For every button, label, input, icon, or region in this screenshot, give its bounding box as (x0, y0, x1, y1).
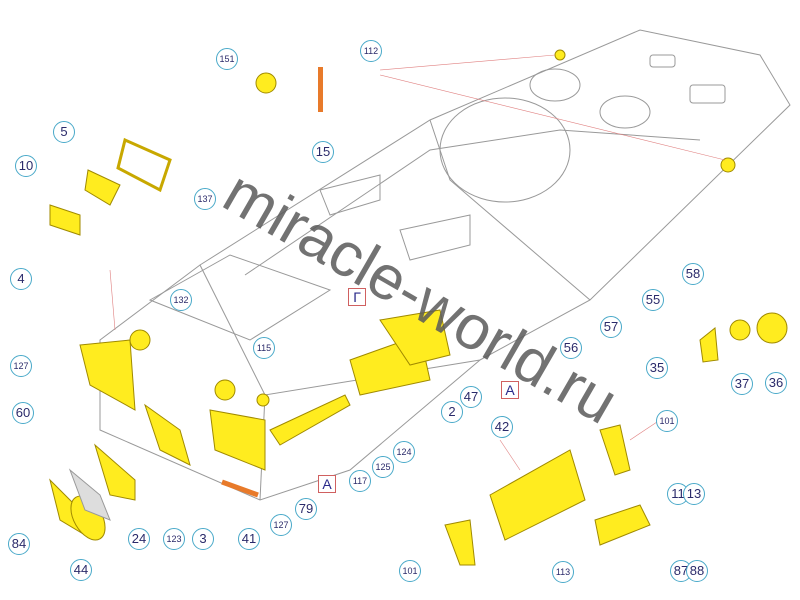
callout: 10 (15, 155, 37, 177)
callout: 101 (399, 560, 421, 582)
callout: 127 (10, 355, 32, 377)
callout: 132 (170, 289, 192, 311)
callout: 5 (53, 121, 75, 143)
callout: 112 (360, 40, 382, 62)
callout: 101 (656, 410, 678, 432)
callout: 113 (552, 561, 574, 583)
callout: 88 (686, 560, 708, 582)
callout: 123 (163, 528, 185, 550)
callout: 44 (70, 559, 92, 581)
callout: 42 (491, 416, 513, 438)
callout: 124 (393, 441, 415, 463)
callout: 3 (192, 528, 214, 550)
callout: 15 (312, 141, 334, 163)
callout: 13 (683, 483, 705, 505)
callout: 79 (295, 498, 317, 520)
callout: 36 (765, 372, 787, 394)
callout: 41 (238, 528, 260, 550)
callout: 127 (270, 514, 292, 536)
callout: 115 (253, 337, 275, 359)
callout: 117 (349, 470, 371, 492)
callout: 151 (216, 48, 238, 70)
view-marker: Г (348, 288, 366, 306)
view-marker: A (501, 381, 519, 399)
callout: 56 (560, 337, 582, 359)
callout: 60 (12, 402, 34, 424)
callout: 24 (128, 528, 150, 550)
callout: 58 (682, 263, 704, 285)
callout: 35 (646, 357, 668, 379)
callout: 47 (460, 386, 482, 408)
callout: 55 (642, 289, 664, 311)
view-marker: A (318, 475, 336, 493)
callout: 57 (600, 316, 622, 338)
callout: 37 (731, 373, 753, 395)
callout: 84 (8, 533, 30, 555)
callout: 4 (10, 268, 32, 290)
callout: 125 (372, 456, 394, 478)
callout: 2 (441, 401, 463, 423)
callout: 137 (194, 188, 216, 210)
